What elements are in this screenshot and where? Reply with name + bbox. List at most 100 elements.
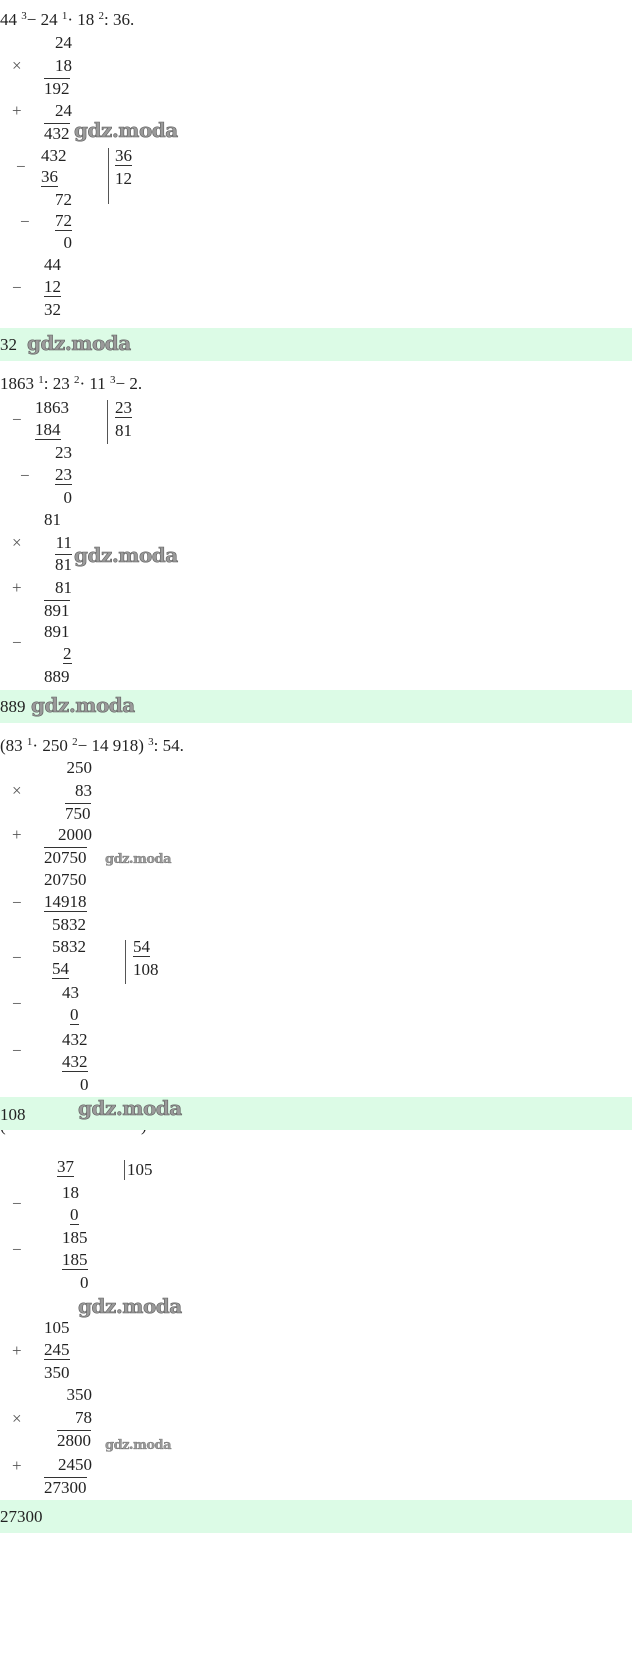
division-bar — [107, 400, 108, 444]
operand: 36. — [113, 10, 135, 29]
minus-sign: − — [20, 466, 30, 485]
operand: 54. — [162, 736, 184, 755]
operand: 250 — [42, 736, 68, 755]
number: 192 — [44, 78, 70, 98]
watermark: gdz.moda — [74, 543, 179, 567]
quotient: 12 — [115, 169, 132, 188]
number: 14918 — [44, 892, 87, 912]
operand: 11 — [89, 374, 106, 393]
multiply-sign: × — [12, 533, 22, 552]
operator: : — [43, 374, 49, 393]
operand: 24 — [40, 10, 58, 29]
number: 20750 — [44, 870, 87, 889]
number: 1863 — [35, 398, 69, 417]
answer-band: 108 gdz.moda — [0, 1097, 632, 1130]
watermark: gdz.moda — [78, 1096, 183, 1120]
minus-sign: − — [12, 1240, 22, 1259]
answer-band: 889 gdz.moda — [0, 690, 632, 723]
order-mark: 1 — [61, 10, 68, 22]
minus-sign: − — [12, 893, 22, 912]
number: 185 — [62, 1228, 88, 1247]
division-bar — [108, 148, 109, 204]
operator: − — [115, 374, 126, 393]
number: 245 — [44, 1340, 70, 1360]
answer: 32 — [0, 335, 17, 354]
plus-sign: + — [12, 825, 22, 844]
order-mark: 1 — [26, 736, 33, 748]
number: 0 — [63, 488, 73, 507]
number: 750 — [65, 803, 91, 823]
multiply-sign: × — [12, 56, 22, 75]
operand: 23 — [52, 374, 70, 393]
division-bar — [124, 1160, 125, 1180]
operand: 14 918) — [91, 736, 144, 755]
number: 37 — [57, 1160, 74, 1177]
number: 11 — [55, 533, 72, 552]
minus-sign: − — [16, 157, 26, 176]
answer-band: 32 gdz.moda — [0, 328, 632, 361]
number: 2000 — [58, 825, 92, 844]
operator: − — [26, 10, 37, 29]
number: 18 — [55, 56, 72, 75]
number: 891 — [44, 622, 70, 641]
operand: 2. — [129, 374, 143, 393]
plus-sign: + — [12, 1456, 22, 1475]
operand: 18 — [77, 10, 95, 29]
number: 432 — [41, 146, 67, 165]
number: 889 — [44, 667, 70, 686]
number: 18 — [62, 1183, 79, 1202]
order-mark: 2 — [72, 736, 78, 748]
number: 2 — [63, 644, 72, 664]
plus-sign: + — [12, 578, 22, 597]
number: 23 — [55, 443, 72, 462]
number: 44 — [44, 255, 61, 274]
number: 20750 — [44, 847, 87, 867]
minus-sign: − — [20, 212, 30, 231]
number: 350 — [66, 1385, 93, 1404]
minus-sign: − — [12, 994, 22, 1013]
number: 5832 — [52, 915, 86, 934]
order-mark: 3 — [148, 736, 154, 748]
number: 432 — [62, 1030, 88, 1049]
minus-sign: − — [12, 1194, 22, 1213]
plus-sign: + — [12, 1341, 22, 1360]
number: 24 — [55, 33, 72, 52]
watermark: gdz.moda — [105, 852, 172, 867]
answer: 108 — [0, 1105, 26, 1124]
number: 432 — [44, 123, 70, 143]
number: 184 — [35, 420, 61, 440]
divisor: 54 — [133, 937, 150, 957]
number: 83 — [75, 781, 92, 800]
clipped-expression: ( ) — [0, 1130, 632, 1140]
number: 36 — [41, 167, 58, 187]
operator: · — [79, 374, 86, 393]
watermark: gdz.moda — [105, 1438, 172, 1453]
paren: ( — [0, 1130, 6, 1136]
operator: · — [67, 10, 74, 29]
answer-band: 27300 — [0, 1500, 632, 1533]
number: 250 — [66, 758, 93, 777]
watermark: gdz.moda — [78, 1294, 183, 1318]
number: 2800 — [57, 1430, 91, 1450]
number: 43 — [62, 983, 79, 1002]
number: 32 — [44, 300, 61, 319]
watermark: gdz.moda — [27, 331, 132, 355]
problem-1-expression: 44 3− 24 1· 18 2: 36. — [0, 10, 134, 30]
operand: 1863 — [0, 374, 34, 393]
number: 23 — [55, 465, 72, 485]
number: 24 — [55, 101, 72, 120]
multiply-sign: × — [12, 781, 22, 800]
number: 27300 — [44, 1477, 87, 1497]
answer: 27300 — [0, 1507, 43, 1526]
number: 0 — [70, 1205, 79, 1225]
operator: − — [77, 736, 88, 755]
number: 350 — [44, 1363, 70, 1382]
number: 54 — [52, 959, 69, 979]
number: 81 — [44, 510, 61, 529]
number: 81 — [55, 554, 72, 574]
number: 185 — [62, 1250, 88, 1270]
operator: · — [32, 736, 39, 755]
watermark: gdz.moda — [31, 693, 136, 717]
plus-sign: + — [12, 101, 22, 120]
number: 0 — [63, 233, 73, 252]
